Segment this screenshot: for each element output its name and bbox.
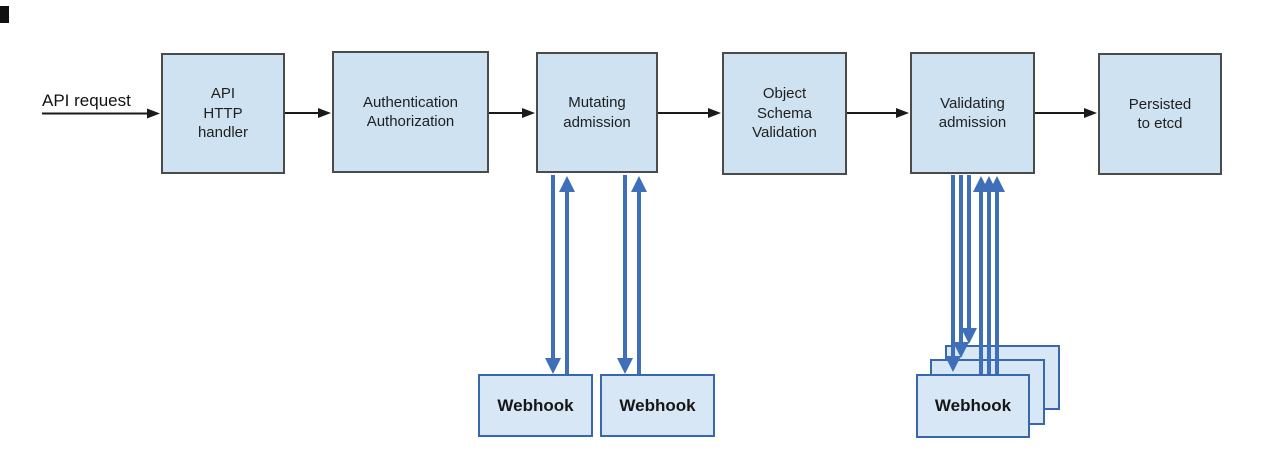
webhook-label: Webhook <box>619 395 696 415</box>
flow-box-label: Mutating admission <box>563 94 631 131</box>
flow-box-validating-admission: Validating admission <box>910 52 1035 174</box>
flow-box-object-schema-validation: Object Schema Validation <box>722 52 847 175</box>
flow-box-label: API HTTP handler <box>197 85 249 142</box>
flow-box-label: Object Schema Validation <box>752 85 817 142</box>
webhook-label: Webhook <box>934 396 1012 415</box>
flow-box-authentication-authorization: Authentication Authorization <box>332 51 489 173</box>
flow-arrow-handler-to-auth <box>285 108 331 118</box>
mutating-webhook1-up-arrow <box>559 176 575 374</box>
mutating-webhook-box-2: Webhook <box>600 374 715 437</box>
flow-arrow-schema-to-validating <box>847 108 909 118</box>
validating-webhook-box-front: Webhook <box>916 374 1030 438</box>
flow-box-label: Validating admission <box>938 94 1007 132</box>
validating-webhook-down-arrows <box>945 175 977 372</box>
webhook-arrows <box>545 175 1005 374</box>
api-request-label: API request <box>42 91 131 110</box>
flow-arrow-validating-to-etcd <box>1035 108 1097 118</box>
flow-box-mutating-admission: Mutating admission <box>536 52 658 173</box>
mutating-webhook2-down-arrow <box>617 175 633 374</box>
screenshot-corner-artifact <box>0 6 9 23</box>
webhook-label: Webhook <box>497 395 574 415</box>
flow-box-label: Authentication Authorization <box>362 93 459 131</box>
flow-box-label: Persisted to etcd <box>1128 95 1192 133</box>
flow-box-api-http-handler: API HTTP handler <box>161 53 285 174</box>
mutating-webhook1-down-arrow <box>545 175 561 374</box>
flow-arrow-mutating-to-schema <box>658 108 721 118</box>
mutating-webhook-box-1: Webhook <box>478 374 593 437</box>
flow-box-persisted-to-etcd: Persisted to etcd <box>1098 53 1222 175</box>
flow-arrow-auth-to-mutating <box>489 108 535 118</box>
mutating-webhook2-up-arrow <box>631 176 647 374</box>
